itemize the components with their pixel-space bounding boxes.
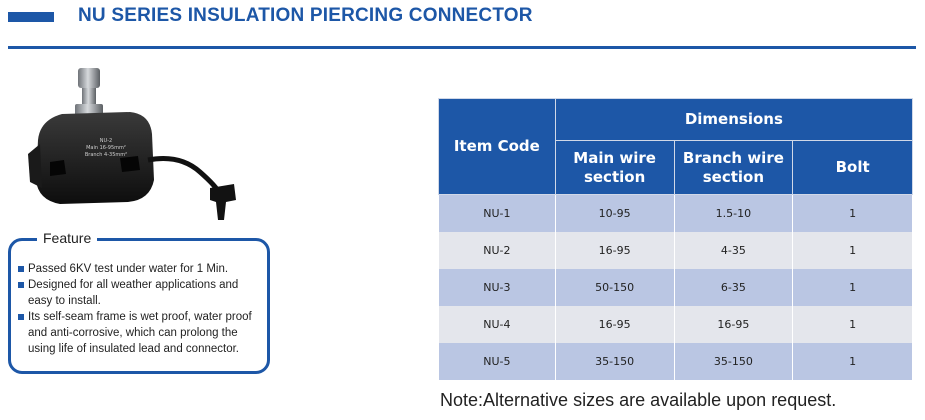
header-divider — [8, 46, 916, 49]
bullet-icon — [18, 314, 24, 320]
cell-main-wire: 50-150 — [554, 269, 675, 306]
header-accent-bar — [8, 12, 54, 22]
cell-item-code: NU-2 — [438, 232, 556, 269]
header-branch-wire: Branch wire section — [673, 140, 794, 195]
feature-box: Feature Passed 6KV test under water for … — [8, 230, 270, 374]
bullet-icon — [18, 282, 24, 288]
cell-item-code: NU-4 — [438, 306, 556, 343]
cell-main-wire: 16-95 — [554, 306, 675, 343]
cell-branch-wire: 4-35 — [673, 232, 794, 269]
product-image: NU-2 Main 16-95mm² Branch 4-35mm² — [28, 68, 236, 220]
page-title: NU SERIES INSULATION PIERCING CONNECTOR — [78, 5, 533, 26]
header-bolt: Bolt — [792, 140, 913, 195]
header-item-code: Item Code — [438, 98, 556, 195]
cell-main-wire: 16-95 — [554, 232, 675, 269]
cell-bolt: 1 — [792, 306, 913, 343]
table-row: NU-3 50-150 6-35 1 — [438, 269, 913, 306]
header-dimensions: Dimensions — [554, 98, 914, 141]
feature-item: Designed for all weather applications an… — [18, 277, 261, 309]
cell-bolt: 1 — [792, 232, 913, 269]
feature-item: Its self-seam frame is wet proof, water … — [18, 309, 261, 357]
feature-list: Passed 6KV test under water for 1 Min. D… — [18, 261, 261, 357]
bullet-icon — [18, 266, 24, 272]
cell-item-code: NU-5 — [438, 343, 556, 380]
table-row: NU-1 10-95 1.5-10 1 — [438, 194, 913, 232]
cell-item-code: NU-3 — [438, 269, 556, 306]
table-row: NU-2 16-95 4-35 1 — [438, 232, 913, 269]
cell-item-code: NU-1 — [438, 194, 556, 232]
cell-main-wire: 35-150 — [554, 343, 675, 380]
marking-line-3: Branch 4-35mm² — [85, 152, 127, 158]
marking-line-1: NU-2 — [100, 138, 112, 144]
cell-bolt: 1 — [792, 194, 913, 232]
table-row: NU-5 35-150 35-150 1 — [438, 343, 913, 380]
cell-branch-wire: 1.5-10 — [673, 194, 794, 232]
marking-line-2: Main 16-95mm² — [86, 145, 126, 151]
dimensions-table: Item Code Dimensions Main wire section B… — [438, 98, 914, 380]
cell-main-wire: 10-95 — [554, 194, 675, 232]
cell-branch-wire: 6-35 — [673, 269, 794, 306]
header-main-wire: Main wire section — [554, 140, 675, 195]
cell-bolt: 1 — [792, 343, 913, 380]
feature-item: Passed 6KV test under water for 1 Min. — [18, 261, 261, 277]
cell-branch-wire: 16-95 — [673, 306, 794, 343]
table-row: NU-4 16-95 16-95 1 — [438, 306, 913, 343]
cell-bolt: 1 — [792, 269, 913, 306]
cell-branch-wire: 35-150 — [673, 343, 794, 380]
note-text: Note:Alternative sizes are available upo… — [440, 390, 837, 410]
feature-title: Feature — [37, 230, 98, 246]
